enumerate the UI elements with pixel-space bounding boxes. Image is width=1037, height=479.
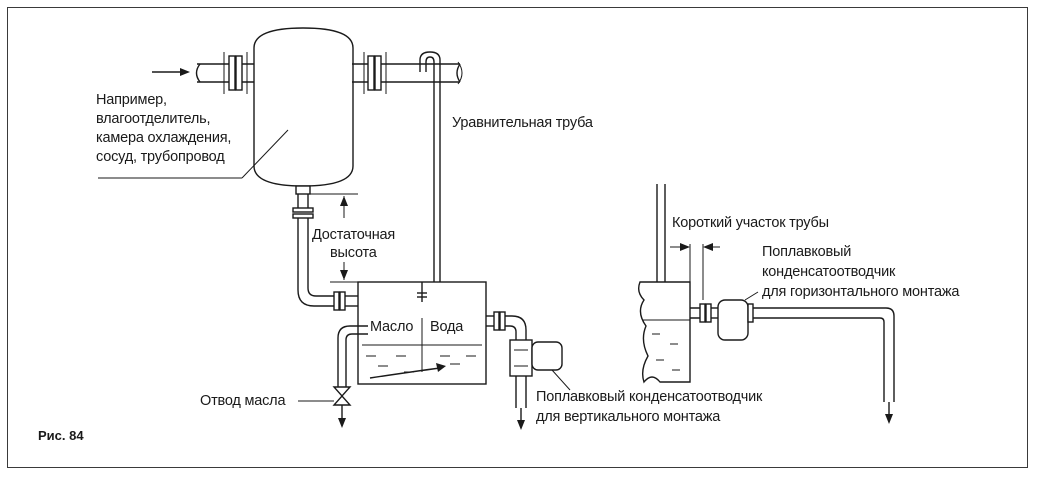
vessel-label-line-3: камера охлаждения, <box>96 130 232 146</box>
oil-label: Масло <box>368 318 416 336</box>
outlet-pipe <box>352 52 463 94</box>
vertical-trap-assembly <box>486 311 571 430</box>
sufficient-height-label-line-1: Достаточная <box>312 227 396 243</box>
horizontal-trap-assembly <box>637 184 895 424</box>
vessel-label-line-2: влагоотделитель, <box>96 111 211 127</box>
height-dimension <box>310 193 358 283</box>
short-pipe-label: Короткий участок трубы <box>672 215 829 231</box>
horizontal-trap-label-line-2: конденсатоотводчик <box>762 264 896 280</box>
inlet-pipe <box>195 52 256 94</box>
oil-drain-assembly <box>298 325 372 428</box>
vertical-trap-label-line-1: Поплавковый конденсатоотводчик <box>536 389 763 405</box>
figure-frame <box>7 7 1028 468</box>
oil-drain-label: Отвод масла <box>200 393 286 409</box>
leader-lines <box>98 129 289 179</box>
vessel-label-line-4: сосуд, трубопровод <box>96 149 225 165</box>
vessel <box>253 27 354 187</box>
figure-caption: Рис. 84 <box>38 428 84 443</box>
sufficient-height-label-line-2: высота <box>330 245 377 261</box>
horizontal-trap-label-line-3: для горизонтального монтажа <box>762 284 960 300</box>
horizontal-trap-label-line-1: Поплавковый <box>762 244 852 260</box>
equalizing-pipe-label: Уравнительная труба <box>452 115 593 131</box>
vertical-trap-label-line-2: для вертикального монтажа <box>536 409 721 425</box>
water-label: Вода <box>428 318 466 336</box>
inlet-arrow <box>152 68 190 76</box>
equalizing-pipe <box>419 51 441 282</box>
vessel-label-line-1: Например, <box>96 92 167 108</box>
drain-pipe <box>292 185 358 311</box>
